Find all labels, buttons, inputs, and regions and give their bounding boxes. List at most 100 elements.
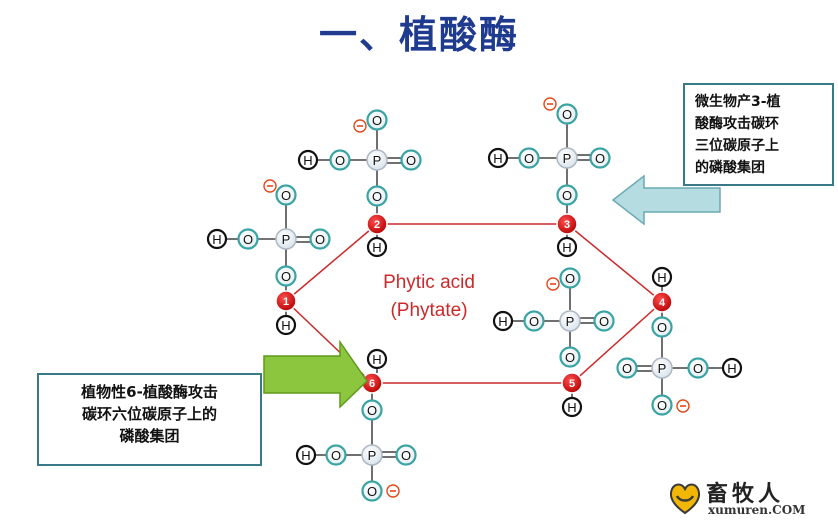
atom-label: H <box>372 352 381 367</box>
negative-charge-icon <box>676 399 690 413</box>
oxygen-atom <box>309 228 331 250</box>
atom-label: O <box>657 398 667 413</box>
atom-label: O <box>529 314 539 329</box>
heart-logo-icon <box>669 483 701 515</box>
hydrogen-atom <box>651 266 673 288</box>
bonds <box>226 124 723 481</box>
atom-label: O <box>331 448 341 463</box>
negative-charge-icon <box>263 179 277 193</box>
logo-english-text: xumuren.COM <box>708 503 806 517</box>
xumuren-logo: 畜牧人 xumuren.COM <box>668 478 833 518</box>
carbon-1 <box>275 290 297 312</box>
carbon-number: 6 <box>369 378 375 390</box>
atom-label: O <box>562 188 572 203</box>
atom-label: O <box>562 107 572 122</box>
microbial-phytase-note: 微生物产3-植 酸酶攻击碳环 三位碳原子上 的磷酸集团 <box>683 83 834 186</box>
carbon-5 <box>561 372 583 394</box>
phosphorus-atom <box>556 147 578 169</box>
oxygen-atoms <box>237 103 709 502</box>
oxygen-atom <box>556 103 578 125</box>
hydrogen-atom <box>561 396 583 418</box>
oxygen-atom <box>593 310 615 332</box>
hydrogen-atoms <box>206 147 743 466</box>
atom-label: O <box>367 403 377 418</box>
oxygen-atom <box>325 444 347 466</box>
atom-label: O <box>281 269 291 284</box>
atom-label: O <box>281 188 291 203</box>
phosphorus-atom <box>361 444 383 466</box>
atom-label: O <box>372 113 382 128</box>
atom-label: H <box>493 151 502 166</box>
atom-label: P <box>368 448 377 463</box>
atom-label: P <box>373 153 382 168</box>
oxygen-atom <box>400 149 422 171</box>
atom-label: H <box>303 153 312 168</box>
atom-label: O <box>401 448 411 463</box>
oxygen-atom <box>651 394 673 416</box>
negative-charge-icon <box>543 97 557 111</box>
oxygen-atom <box>366 185 388 207</box>
atom-label: H <box>301 448 310 463</box>
hydrogen-atom <box>366 348 388 370</box>
atom-label: H <box>657 270 666 285</box>
phosphorus-atom <box>275 228 297 250</box>
plant-phytase-arrow <box>263 339 368 409</box>
atom-label: O <box>335 153 345 168</box>
oxygen-atom <box>559 267 581 289</box>
oxygen-atom <box>395 444 417 466</box>
atom-label: O <box>693 361 703 376</box>
hydrogen-atom <box>206 228 228 250</box>
atom-label: H <box>212 232 221 247</box>
carbon-4 <box>651 291 673 313</box>
plant-phytase-note: 植物性6-植酸酶攻击 碳环六位碳原子上的 磷酸集团 <box>37 373 262 466</box>
negative-charge-icon <box>386 484 400 498</box>
atom-label: P <box>658 361 667 376</box>
phosphorus-atom <box>651 357 673 379</box>
atom-label: O <box>524 151 534 166</box>
atom-label: O <box>657 320 667 335</box>
oxygen-atom <box>518 147 540 169</box>
oxygen-atom <box>361 399 383 421</box>
atom-label: O <box>595 151 605 166</box>
oxygen-atom <box>559 346 581 368</box>
negative-charge-icon <box>546 277 560 291</box>
atom-label: O <box>315 232 325 247</box>
hydrogen-atom <box>297 149 319 171</box>
atom-label: O <box>599 314 609 329</box>
oxygen-atom <box>523 310 545 332</box>
hydrogen-atom <box>295 444 317 466</box>
oxygen-atom <box>687 357 709 379</box>
atom-label: O <box>372 189 382 204</box>
carbon-number: 3 <box>564 219 570 231</box>
phosphorus-atom <box>366 149 388 171</box>
oxygen-atom <box>556 184 578 206</box>
atom-label: O <box>565 350 575 365</box>
microbial-phytase-arrow <box>611 174 721 226</box>
carbon-number: 4 <box>659 297 666 309</box>
hydrogen-atom <box>487 147 509 169</box>
oxygen-atom <box>361 480 383 502</box>
atom-label: H <box>498 314 507 329</box>
atom-label: P <box>563 151 572 166</box>
atom-label: H <box>562 240 571 255</box>
atom-label: H <box>727 361 736 376</box>
hydrogen-atom <box>556 236 578 258</box>
oxygen-atom <box>237 228 259 250</box>
hydrogen-atom <box>366 236 388 258</box>
oxygen-atom <box>329 149 351 171</box>
carbon-3 <box>556 213 578 235</box>
slide-title: 一、植酸酶 <box>318 13 519 57</box>
atom-label: P <box>566 314 575 329</box>
phosphorus-atom <box>559 310 581 332</box>
phosphorus-atoms <box>275 147 673 466</box>
compound-name: Phytic acid <box>383 272 475 293</box>
negative-charge-icon <box>353 119 367 133</box>
carbon-number: 1 <box>283 296 289 308</box>
oxygen-atom <box>275 184 297 206</box>
oxygen-atom <box>366 109 388 131</box>
negative-charges <box>263 97 690 498</box>
oxygen-atom <box>651 316 673 338</box>
atom-label: H <box>567 400 576 415</box>
carbon-2 <box>366 213 388 235</box>
